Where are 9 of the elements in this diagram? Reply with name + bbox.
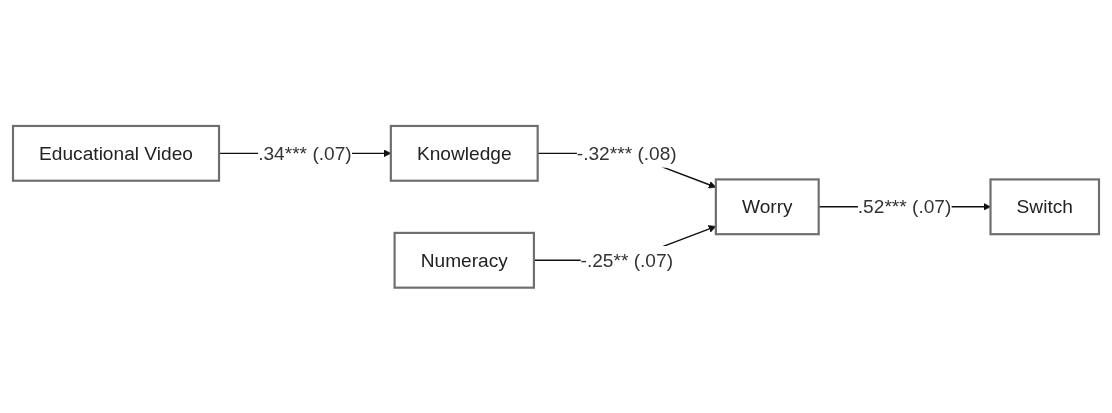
node-box: Educational Video <box>11 124 221 182</box>
edge-label: -.25** (.07) <box>580 249 674 271</box>
node-box: Switch <box>989 178 1101 235</box>
node-box: Worry <box>714 178 820 235</box>
edge-label: -.32*** (.08) <box>576 142 677 164</box>
edge-label: .52*** (.07) <box>857 195 952 218</box>
node-box: Knowledge <box>389 124 539 182</box>
edge-label: .34*** (.07) <box>258 142 352 164</box>
node-box: Numeracy <box>393 231 535 289</box>
